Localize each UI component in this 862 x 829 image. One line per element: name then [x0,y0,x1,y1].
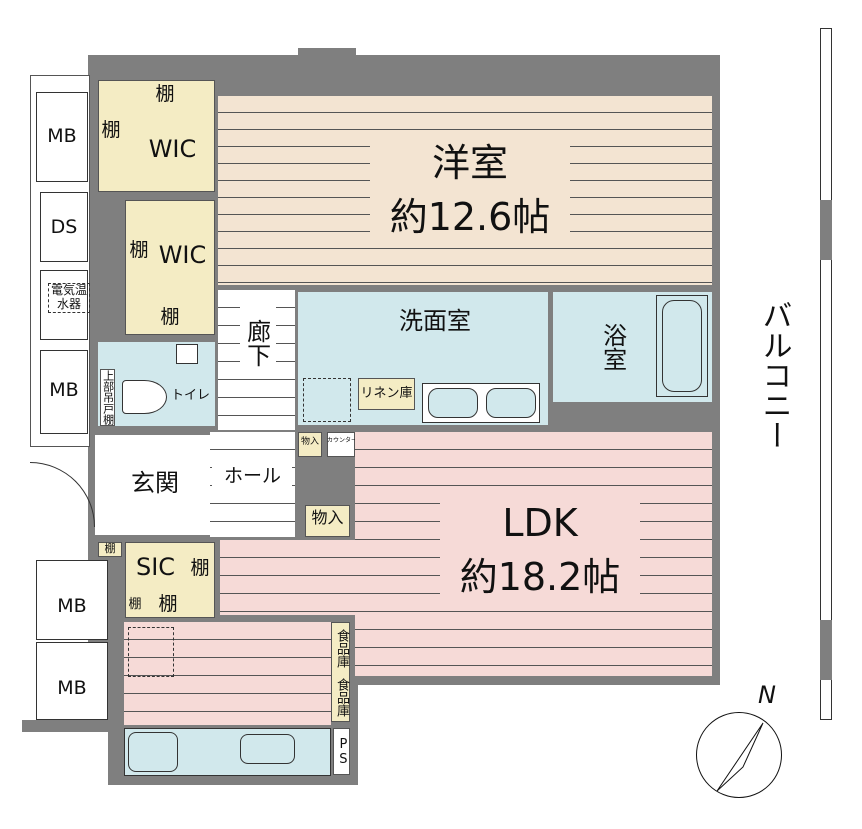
ldk-room-extension [220,540,360,615]
toilet-icon [122,380,167,414]
mb-label-1: MB [47,125,77,147]
ps-box [333,728,350,775]
sic-shelf-c: 棚 [128,597,142,612]
bathroom [553,292,712,402]
compass-north-label: N [758,681,776,709]
corridor-name: 廊下 [242,319,271,367]
hand-sink-icon [176,344,198,364]
wic-1 [98,80,215,192]
washer-space [303,378,351,422]
wic-2 [125,200,215,335]
wic1-name: WIC [148,135,197,163]
storage-2 [305,505,350,537]
sic-name: SIC [135,553,176,581]
water-heater-box [40,270,88,340]
toilet-upper-shelf: 上部吊戸棚 [100,369,115,426]
balcony-name: バルコニー [756,300,792,450]
ds-box [40,192,88,262]
ldk-name: LDK [502,501,578,545]
ldk-label-bg [440,500,640,610]
bathroom-name: 浴室 [598,323,627,371]
storage-2-name: 物入 [311,508,344,527]
storage-1 [298,432,322,457]
western-room-name: 洋室 [431,141,508,185]
bathtub-frame [656,295,708,397]
pantry-1-name: 食品庫 [333,628,349,668]
range-hood-space [128,627,174,677]
counter-box [327,432,355,457]
wic1-shelf-left: 棚 [101,119,121,141]
front-door-swing [30,462,95,527]
storage-1-name: 物入 [300,437,319,447]
sink-icon [486,388,536,418]
kitchen-sink-icon [240,734,295,764]
kitchen-counter [124,728,331,776]
sic-shelf-b: 棚 [190,557,210,579]
sic-shelf-d: 棚 [158,593,178,615]
mb-label-3: MB [57,595,87,617]
stove-icon [128,732,178,772]
mb-label-4: MB [57,677,87,699]
western-room-size: 約12.6帖 [389,195,551,239]
mb-box-3 [36,560,108,640]
mb-box-2 [40,350,88,434]
compass-icon [696,712,782,798]
balcony-partition [820,620,832,680]
pantry [331,622,350,722]
ps-name: PS [335,737,351,767]
sic-shelf-a: 棚 [104,542,116,555]
western-room-label-bg [370,140,570,245]
sink-icon [428,388,478,418]
ds-label: DS [50,216,78,238]
kitchen [124,622,331,725]
pillar [298,48,356,88]
wic2-shelf-bottom: 棚 [160,306,180,328]
sic [125,542,215,618]
balcony-railing [820,28,832,720]
wic1-shelf-top: 棚 [155,83,175,105]
water-heater-label: 電気温水器 [48,283,90,313]
wic2-shelf-left: 棚 [129,239,149,261]
entrance-name: 玄関 [131,469,179,497]
wall-segment [22,720,112,732]
mb-box-4 [36,642,108,720]
counter-name: カウンター [327,437,358,444]
entrance [95,435,210,535]
corridor-label-bg [240,305,276,375]
hall-name: ホール [223,465,281,487]
toilet-name: トイレ [170,388,210,403]
pantry-2-name: 食品庫 [333,677,349,717]
washroom-name: 洗面室 [399,307,471,335]
mb-label-2: MB [49,379,79,401]
bathtub-icon [662,300,702,392]
balcony-partition [820,200,832,260]
wic2-name: WIC [158,241,207,269]
linen-closet-name: リネン庫 [360,386,413,401]
sic-shelf-small [98,542,122,557]
linen-closet [358,378,415,410]
hall-label-bg [212,465,292,491]
mb-box-1 [36,92,88,182]
ldk-size: 約18.2帖 [459,555,621,599]
